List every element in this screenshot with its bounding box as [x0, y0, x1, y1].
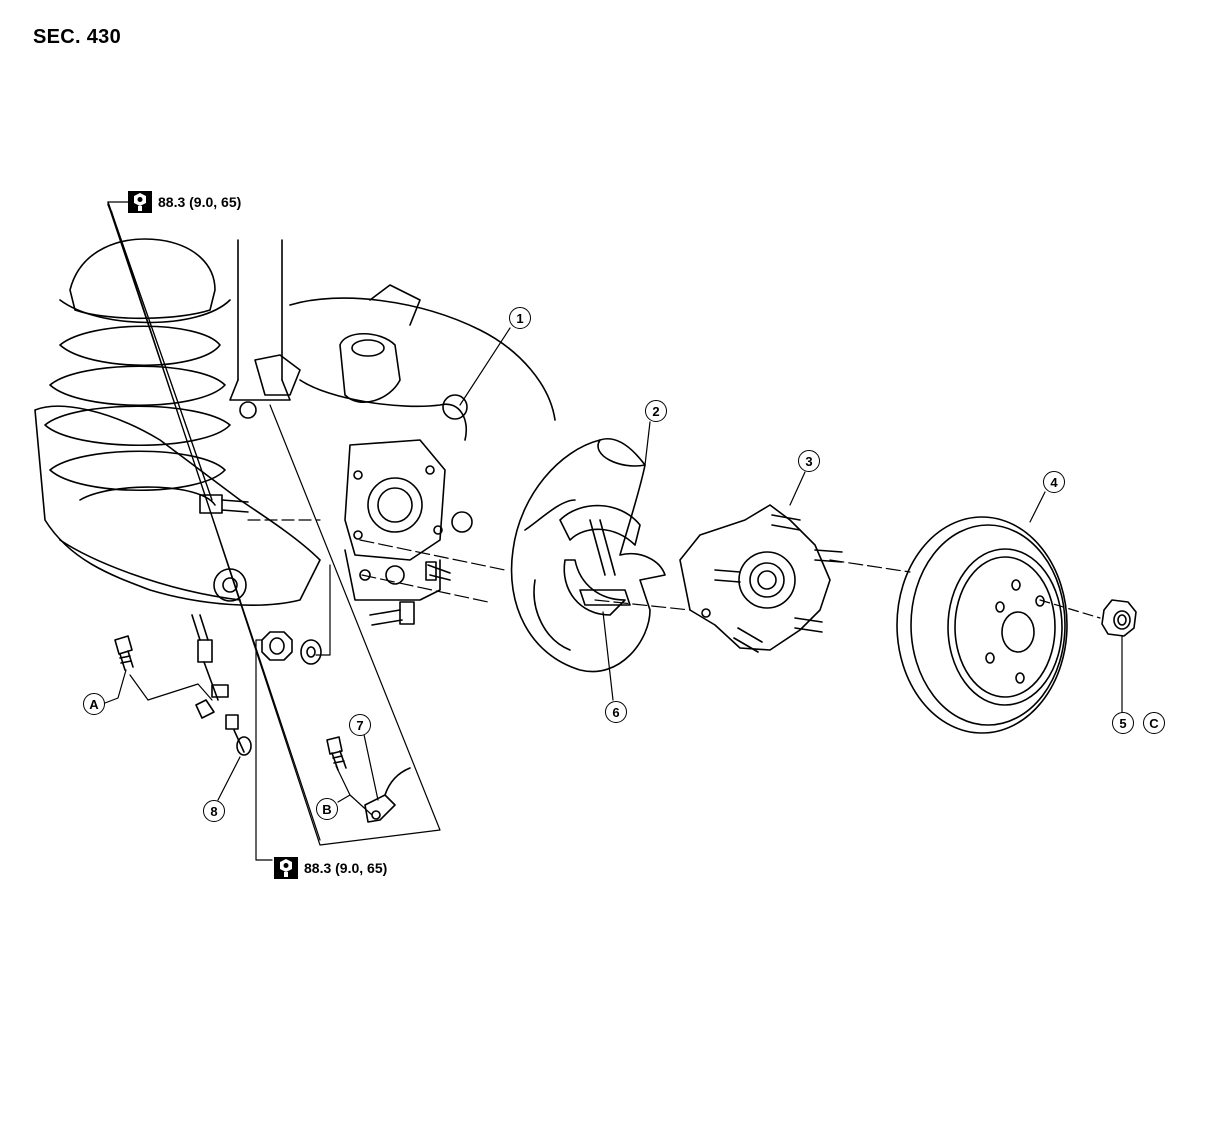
- callout-5: 5: [1112, 712, 1134, 734]
- leader-lines: [104, 201, 1123, 861]
- backing-plate-part: [510, 438, 666, 673]
- torque-wrench-icon: [128, 191, 152, 213]
- torque-spec-bottom-value: 88.3 (9.0, 65): [304, 860, 388, 876]
- callout-7: 7: [349, 714, 371, 736]
- bolt-a-part: [114, 635, 134, 671]
- brake-hose-part: [191, 614, 252, 756]
- callout-3: 3: [798, 450, 820, 472]
- torque-spec-top: 88.3 (9.0, 65): [128, 191, 241, 213]
- callout-8: 8: [203, 800, 225, 822]
- section-title: SEC. 430: [33, 26, 122, 48]
- torque-wrench-icon: [274, 857, 298, 879]
- callout-4: 4: [1043, 471, 1065, 493]
- torque-spec-top-value: 88.3 (9.0, 65): [158, 194, 242, 210]
- callout-1: 1: [509, 307, 531, 329]
- disc-rotor-part: [896, 516, 1068, 734]
- callout-2: 2: [645, 400, 667, 422]
- callout-6: 6: [605, 701, 627, 723]
- callout-b: B: [316, 798, 338, 820]
- callout-a: A: [83, 693, 105, 715]
- wheel-sensor-part: [364, 767, 411, 823]
- torque-spec-bottom: 88.3 (9.0, 65): [274, 857, 387, 879]
- callout-c: C: [1143, 712, 1165, 734]
- lock-nut-part: [1101, 599, 1137, 637]
- nut-and-washer: [261, 631, 322, 665]
- bolt-b-part: [326, 736, 347, 771]
- suspension-assembly: [34, 238, 556, 626]
- wheel-hub-part: [679, 504, 843, 653]
